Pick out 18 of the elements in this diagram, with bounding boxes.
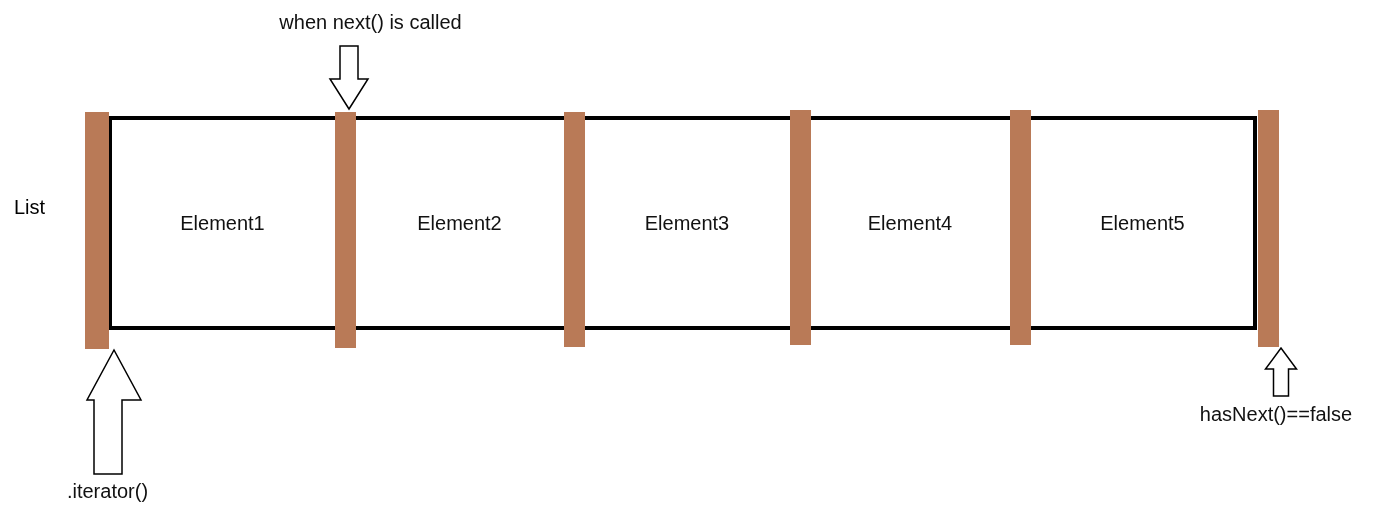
cursor-bar [564,112,585,347]
element-label: Element1 [180,211,265,235]
caption-text: when next() is called [279,10,462,34]
element-label: Element2 [417,211,502,235]
caption-text: .iterator() [66,479,149,503]
cursor-bar [1258,110,1279,347]
cursor-bar [790,110,811,345]
cursor-bar [335,112,356,348]
block-arrow [1264,346,1298,397]
block-arrow [328,45,370,111]
cursor-bar [85,112,109,349]
list-label: List [14,196,46,219]
element-label: Element4 [867,211,953,235]
caption-text: hasNext()==false [1199,402,1353,426]
element-label: Element3 [644,211,730,235]
element-label: Element5 [1100,211,1185,235]
block-arrow [85,348,143,475]
cursor-bar [1010,110,1031,345]
